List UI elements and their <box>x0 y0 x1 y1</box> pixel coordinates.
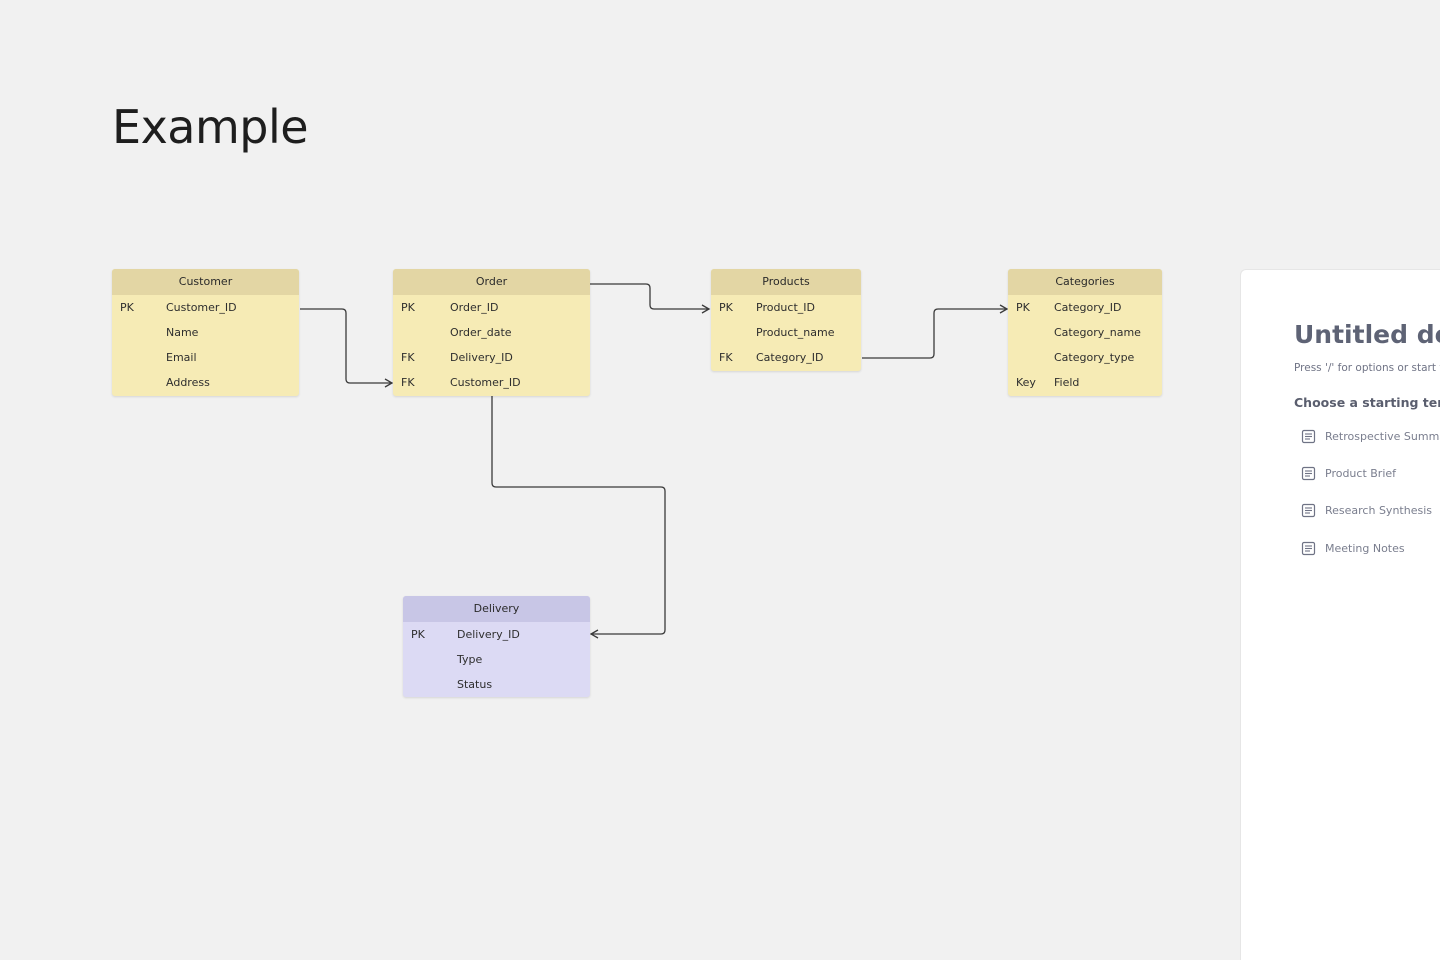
row-field: Category_type <box>1054 351 1135 364</box>
entity-row: Category_name <box>1008 320 1162 345</box>
row-field: Order_ID <box>450 301 499 314</box>
connector-order-to-products <box>590 283 711 314</box>
row-key: FK <box>401 376 415 389</box>
entity-row: PK Order_ID <box>393 295 590 320</box>
document-icon <box>1301 503 1316 517</box>
entity-row: PK Product_ID <box>711 295 861 320</box>
template-item-retrospective-summary[interactable]: Retrospective Summar <box>1301 427 1440 445</box>
entity-row: Key Field <box>1008 370 1162 395</box>
entity-row: Product_name <box>711 320 861 345</box>
row-field: Product_ID <box>756 301 815 314</box>
entity-row: Address <box>112 370 299 395</box>
row-key: PK <box>719 301 733 314</box>
row-key: PK <box>120 301 134 314</box>
entity-row: Order_date <box>393 320 590 345</box>
connector-customer-to-order <box>300 308 394 388</box>
row-field: Name <box>166 326 199 339</box>
connector-products-to-categories <box>862 304 1009 359</box>
entity-row: FK Delivery_ID <box>393 345 590 370</box>
document-icon <box>1301 466 1316 480</box>
entity-row: FK Customer_ID <box>393 370 590 395</box>
row-key: PK <box>401 301 415 314</box>
entity-row: PK Category_ID <box>1008 295 1162 320</box>
row-field: Product_name <box>756 326 835 339</box>
row-key: PK <box>1016 301 1030 314</box>
template-label: Meeting Notes <box>1325 541 1405 555</box>
row-key: Key <box>1016 376 1036 389</box>
entity-header: Delivery <box>403 596 590 622</box>
entity-row: Email <box>112 345 299 370</box>
doc-panel[interactable]: Untitled doc Press '/' for options or st… <box>1240 269 1440 960</box>
entity-row: Status <box>403 672 590 697</box>
row-field: Delivery_ID <box>457 628 520 641</box>
row-field: Address <box>166 376 210 389</box>
entity-header: Order <box>393 269 590 295</box>
row-field: Email <box>166 351 197 364</box>
entity-delivery[interactable]: Delivery PK Delivery_ID Type Status <box>403 596 590 697</box>
template-item-product-brief[interactable]: Product Brief <box>1301 464 1396 482</box>
template-label: Product Brief <box>1325 466 1397 480</box>
row-field: Category_name <box>1054 326 1141 339</box>
entity-row: Name <box>112 320 299 345</box>
entity-categories[interactable]: Categories PK Category_ID Category_name C… <box>1008 269 1162 396</box>
entity-row: PK Delivery_ID <box>403 622 590 647</box>
row-field: Customer_ID <box>166 301 237 314</box>
row-field: Order_date <box>450 326 512 339</box>
row-field: Status <box>457 678 493 691</box>
row-field: Delivery_ID <box>450 351 513 364</box>
entity-customer[interactable]: Customer PK Customer_ID Name Email Addres… <box>112 269 299 396</box>
template-item-meeting-notes[interactable]: Meeting Notes <box>1301 539 1405 557</box>
row-field: Category_ID <box>756 351 824 364</box>
entity-header: Products <box>711 269 861 295</box>
row-key: FK <box>719 351 733 364</box>
template-label: Retrospective Summar <box>1325 429 1440 443</box>
template-label: Research Synthesis <box>1325 503 1432 517</box>
entity-row: Category_type <box>1008 345 1162 370</box>
doc-hint: Press '/' for options or start w <box>1294 362 1440 374</box>
row-key: PK <box>411 628 425 641</box>
entity-order[interactable]: Order PK Order_ID Order_date FK Delivery_I… <box>393 269 590 396</box>
row-field: Type <box>457 653 483 666</box>
board-title: Example <box>112 100 309 154</box>
template-item-research-synthesis[interactable]: Research Synthesis <box>1301 501 1432 519</box>
entity-header: Categories <box>1008 269 1162 295</box>
entity-row: Type <box>403 647 590 672</box>
entity-row: FK Category_ID <box>711 345 861 370</box>
entity-products[interactable]: Products PK Product_ID Product_name FK Cat… <box>711 269 861 371</box>
template-section-label: Choose a starting templa <box>1294 395 1440 410</box>
row-field: Category_ID <box>1054 301 1122 314</box>
doc-title[interactable]: Untitled doc <box>1294 320 1440 349</box>
entity-row: PK Customer_ID <box>112 295 299 320</box>
document-icon <box>1301 429 1316 443</box>
entity-header: Customer <box>112 269 299 295</box>
row-key: FK <box>401 351 415 364</box>
row-field: Customer_ID <box>450 376 521 389</box>
document-icon <box>1301 541 1316 555</box>
row-field: Field <box>1054 376 1080 389</box>
